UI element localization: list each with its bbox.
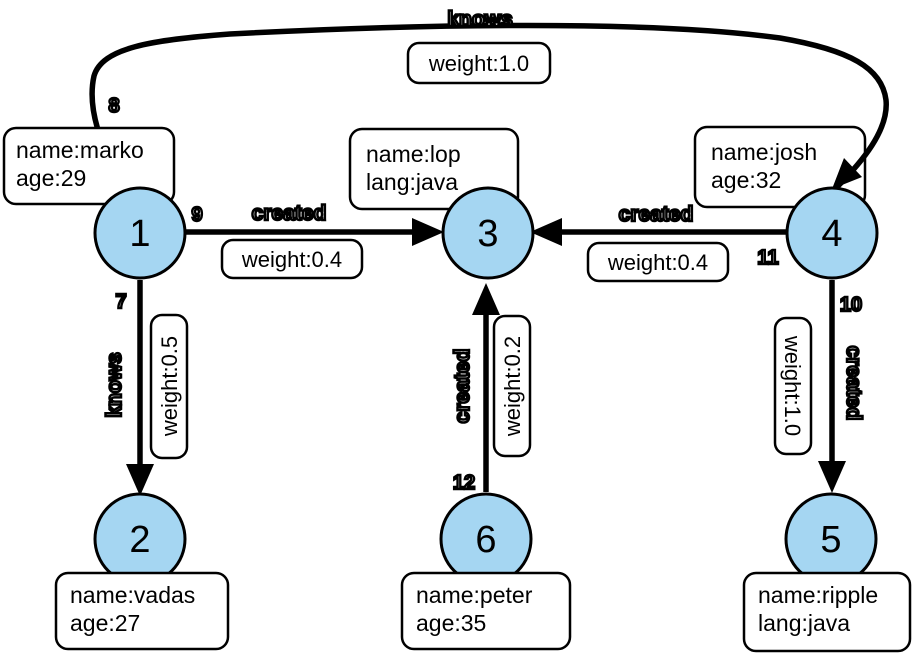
node-4-props-box: name:josh age:32	[693, 125, 867, 209]
props-box-rect	[2, 126, 176, 206]
vertex-6: 6	[439, 492, 533, 586]
weight-box-rect	[406, 41, 552, 85]
vertex-6-id: 6	[475, 519, 496, 561]
edge-12-weight-box: weight:0.2	[492, 314, 532, 458]
edge-9-label: created	[252, 202, 327, 225]
vertex-1: 1	[93, 186, 187, 280]
edge-8-curve	[89, 22, 889, 194]
edge-8-weight-box: weight:1.0	[406, 41, 552, 85]
edge-7-id: 7	[115, 291, 126, 313]
weight-box-rect	[586, 241, 730, 283]
edge-12-arrowhead	[472, 283, 500, 315]
edge-8-knows	[89, 22, 889, 194]
node-6-prop-age: age:35	[416, 610, 486, 636]
node-5-prop-name: name:ripple	[758, 582, 878, 608]
edge-11-weight-box: weight:0.4	[586, 241, 730, 283]
vertex-2: 2	[93, 492, 187, 586]
edge-9-arrowhead	[412, 218, 444, 246]
edge-7-arrowhead	[126, 464, 154, 496]
edge-8-weight-text: weight:1.0	[428, 51, 529, 76]
weight-box-rect	[220, 238, 364, 280]
node-5-props-box: name:ripple lang:java	[742, 571, 912, 653]
node-1-props-box: name:marko age:29	[2, 126, 176, 206]
edge-10-arrowhead	[818, 461, 846, 493]
node-3-prop-lang: lang:java	[366, 169, 458, 195]
props-box-rect	[693, 125, 867, 209]
edge-10-created	[818, 280, 846, 493]
edge-9-weight-box: weight:0.4	[220, 238, 364, 280]
edge-12-id: 12	[453, 472, 475, 494]
props-box-rect	[400, 571, 572, 651]
edge-12-created	[472, 283, 500, 492]
edge-11-created	[530, 218, 786, 246]
edge-10-id: 10	[840, 294, 862, 316]
node-4-prop-age: age:32	[711, 167, 781, 193]
edge-11-arrowhead	[530, 218, 562, 246]
vertex-5: 5	[784, 492, 878, 586]
edge-9-id: 9	[191, 204, 202, 226]
edge-7-weight-box: weight:0.5	[149, 313, 189, 460]
edge-10-label: created	[842, 346, 865, 421]
edge-8-arrowhead	[832, 158, 862, 189]
vertex-3: 3	[441, 186, 535, 280]
vertex-1-id: 1	[129, 213, 150, 255]
props-box-rect	[54, 571, 230, 651]
node-2-prop-name: name:vadas	[70, 582, 195, 608]
edge-9-created	[186, 218, 444, 246]
node-1-prop-age: age:29	[16, 165, 86, 191]
node-3-prop-name: name:lop	[366, 141, 461, 167]
node-2-props-box: name:vadas age:27	[54, 571, 230, 651]
node-6-props-box: name:peter age:35	[400, 571, 572, 651]
vertex-3-id: 3	[477, 213, 498, 255]
vertex-4-circle	[785, 186, 879, 280]
node-5-prop-lang: lang:java	[758, 610, 850, 636]
vertex-3-circle	[441, 186, 535, 280]
edge-11-label: created	[619, 203, 694, 226]
edge-9-weight-text: weight:0.4	[241, 247, 342, 272]
vertex-1-circle	[93, 186, 187, 280]
weight-box-rect	[773, 316, 813, 456]
edge-12-weight-text: weight:0.2	[500, 336, 525, 437]
vertex-4: 4	[785, 186, 879, 280]
edge-8-label: knows	[447, 8, 512, 31]
props-box-rect	[742, 571, 912, 653]
edge-7-weight-text: weight:0.5	[157, 336, 182, 437]
edge-11-id: 11	[757, 247, 778, 269]
node-4-prop-name: name:josh	[711, 139, 817, 165]
node-2-prop-age: age:27	[70, 610, 140, 636]
edge-12-label: created	[451, 349, 474, 424]
vertex-5-id: 5	[820, 519, 841, 561]
edge-10-weight-box: weight:1.0	[773, 316, 813, 456]
node-1-prop-name: name:marko	[16, 137, 144, 163]
edge-10-weight-text: weight:1.0	[780, 335, 805, 436]
edge-11-weight-text: weight:0.4	[607, 250, 708, 275]
edge-8-id: 8	[108, 95, 119, 117]
weight-box-rect	[149, 313, 189, 460]
vertex-4-id: 4	[821, 213, 842, 255]
node-6-prop-name: name:peter	[416, 582, 533, 608]
edge-7-knows	[126, 280, 154, 496]
edge-7-label: knows	[103, 352, 126, 417]
vertex-2-id: 2	[129, 519, 150, 561]
weight-box-rect	[492, 314, 532, 458]
